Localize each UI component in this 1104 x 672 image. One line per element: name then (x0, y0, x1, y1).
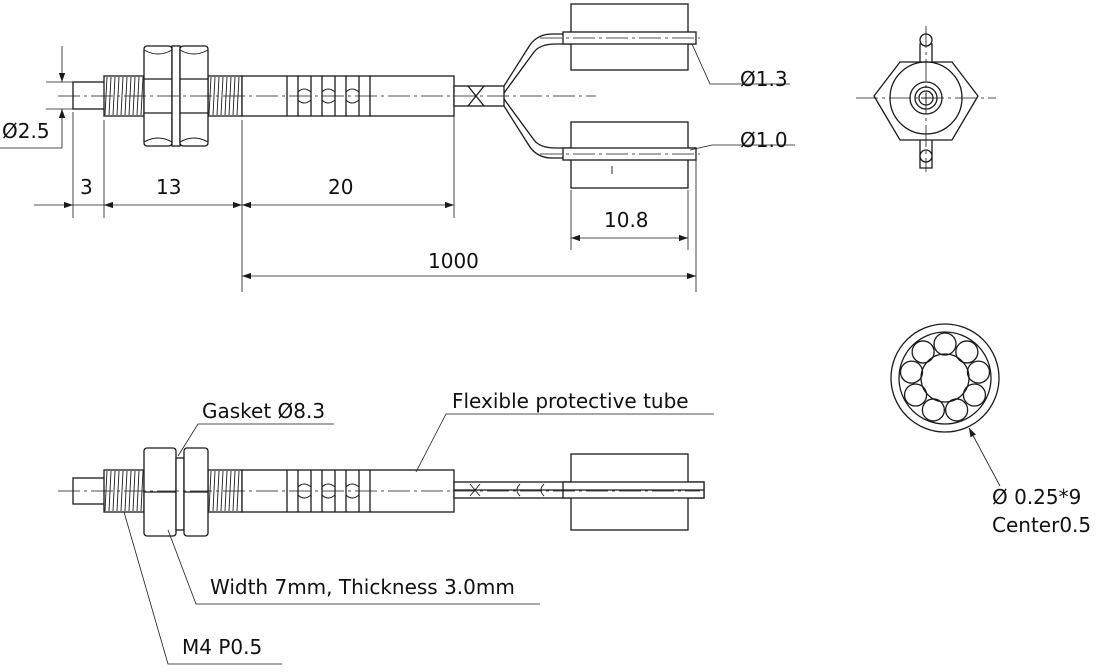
threaded-body (103, 75, 243, 117)
dim-10-8: 10.8 (604, 208, 649, 232)
top-dimensions: Ø2.5 3 13 20 10.8 1000 Ø1.3 Ø1.0 (0, 43, 795, 292)
fiber-center: Center0.5 (992, 513, 1091, 537)
fiber-block-top (540, 3, 700, 71)
bottom-side-view (58, 447, 705, 537)
fiber-cable (453, 33, 696, 159)
dim-13: 13 (156, 175, 181, 199)
bottom-callouts: Gasket Ø8.3 Flexible protective tube Wid… (123, 389, 714, 665)
sensor-tip (72, 81, 106, 110)
dim-fiber-bottom-diameter: Ø1.0 (740, 128, 788, 152)
dim-3: 3 (80, 175, 93, 199)
fiber-spec: Ø 0.25*9 (992, 485, 1081, 509)
thread-label: M4 P0.5 (182, 635, 262, 659)
end-view-hex (856, 26, 996, 172)
dim-fiber-top-diameter: Ø1.3 (740, 67, 788, 91)
fiber-cross-section: Ø 0.25*9 Center0.5 (890, 323, 1091, 537)
top-side-view (58, 3, 700, 189)
dim-tip-diameter: Ø2.5 (2, 119, 50, 143)
nut-size-label: Width 7mm, Thickness 3.0mm (210, 575, 515, 599)
gasket-label: Gasket Ø8.3 (202, 399, 325, 423)
dim-20: 20 (328, 175, 353, 199)
fiber-block-bottom (540, 121, 700, 189)
gasket-bottom (175, 457, 185, 531)
flex-tube-label: Flexible protective tube (452, 389, 689, 413)
dim-1000: 1000 (428, 249, 479, 273)
